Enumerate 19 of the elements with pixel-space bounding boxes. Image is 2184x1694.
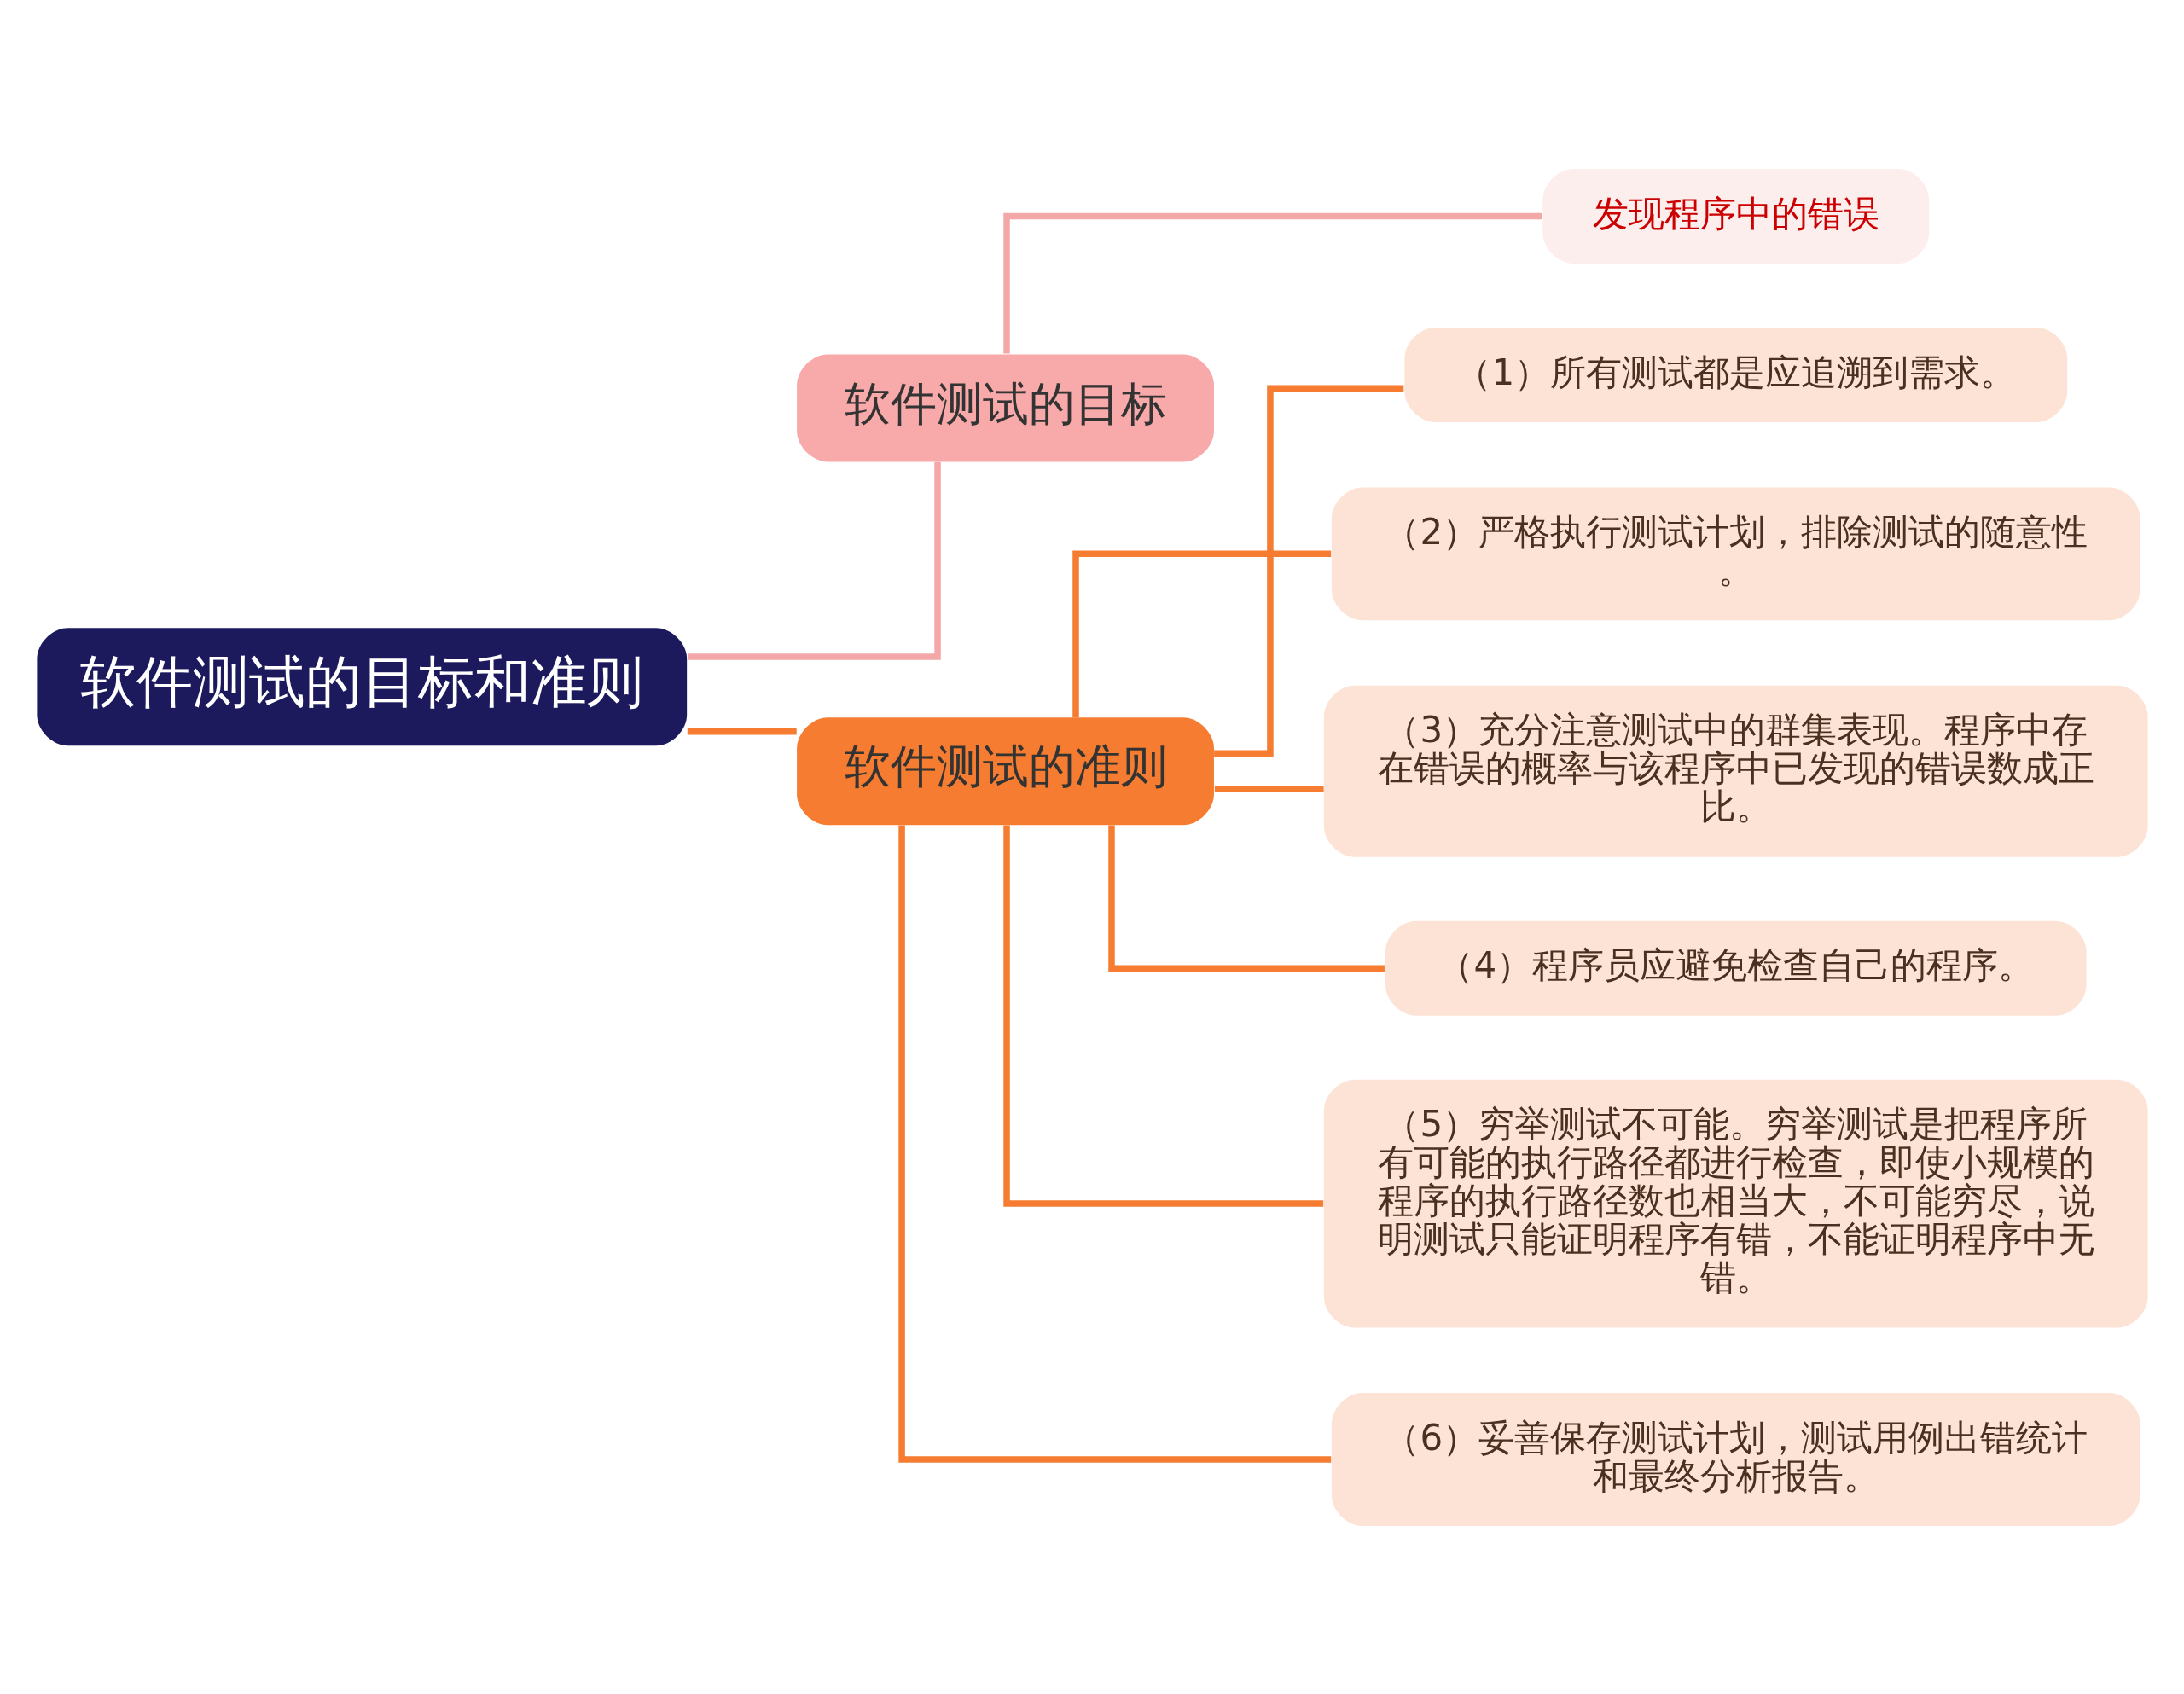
node-box: 软件测试的目标 [796, 353, 1214, 461]
connector [1072, 550, 1331, 717]
connector [1213, 384, 1403, 757]
node-box: （2）严格执行测试计划，排除测试的随意性。 [1331, 486, 2140, 620]
connector [687, 728, 797, 735]
node-box: 发现程序中的错误 [1542, 168, 1929, 264]
connector [1002, 212, 1542, 354]
connector [1107, 824, 1385, 972]
node-box: （5）穷举测试不可能。穷举测试是把程序所有可能的执行路径都进行检查，即使小规模的程序的执行路径数也相当大，不可能穷尽，说明测试只能证明程序有错，不能证明程序中无错。 [1323, 1079, 2148, 1328]
connector [1214, 786, 1324, 792]
node-box: 软件测试的准则 [796, 716, 1214, 825]
connector [687, 461, 941, 660]
connector [1002, 824, 1323, 1207]
node-box: （3）充分注意测试中的群集表现。程序中存在错误的概率与该程序中已发现的错误数成正比。 [1323, 685, 2148, 857]
node-box: （1）所有测试都是应追溯到需求。 [1403, 327, 2067, 422]
connector [897, 825, 1331, 1463]
node-box: （4）程序员应避免检查自己的程序。 [1385, 920, 2087, 1016]
node-box: 软件测试的目标和准则 [36, 627, 687, 745]
node-box: （6）妥善保存测试计划，测试用例出错统计和最终分析报告。 [1331, 1392, 2140, 1526]
